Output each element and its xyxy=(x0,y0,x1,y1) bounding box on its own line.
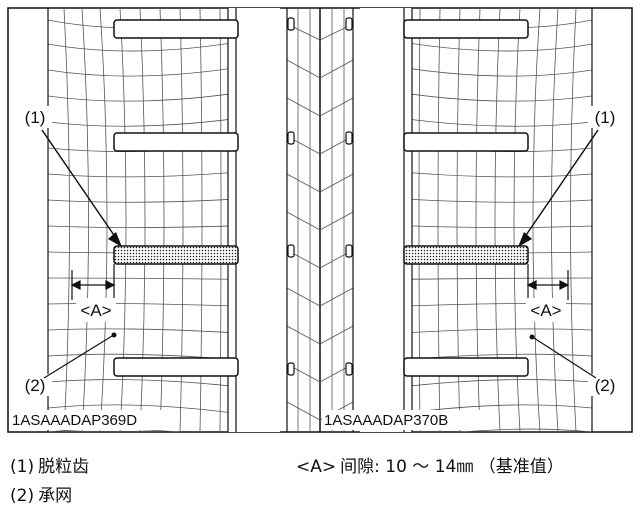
right-tooth xyxy=(403,19,529,39)
legend-gap-label: <A> xyxy=(296,457,337,477)
left-panel-code: 1ASAAADAP369D xyxy=(12,412,137,429)
left-gap-label: <A> xyxy=(80,301,111,320)
right-gap-dimension xyxy=(526,264,570,300)
left-tooth xyxy=(113,19,239,39)
right-panel-code: 1ASAAADAP370B xyxy=(324,412,448,429)
right-tooth xyxy=(403,132,529,152)
right-gap-label: <A> xyxy=(530,301,561,320)
legend-item-1-number: (1) xyxy=(10,457,35,477)
legend-item-2-text: 承网 xyxy=(38,486,73,506)
right-callout-1: (1) xyxy=(595,108,616,127)
right-tooth-highlighted xyxy=(403,245,529,265)
middle-tooth-stubs xyxy=(287,17,353,376)
right-leader-1 xyxy=(521,129,599,242)
left-callout-1: (1) xyxy=(25,108,46,127)
right-threshing-teeth xyxy=(403,19,529,377)
left-tooth xyxy=(113,357,239,377)
left-callout-2: (2) xyxy=(25,376,46,395)
left-threshing-teeth xyxy=(113,19,239,377)
threshing-gap-diagram: <A> (1) (2) 1ASAAADAP369D xyxy=(7,7,633,433)
left-tooth xyxy=(113,132,239,152)
right-callout-2: (2) xyxy=(595,376,616,395)
legend-item-2-number: (2) xyxy=(10,486,35,506)
legend-gap: <A>间隙: 10 ～ 14㎜ （基准值） xyxy=(296,452,568,477)
legend-item-2: (2)承网 xyxy=(10,481,76,506)
middle-strip-edges xyxy=(286,8,354,432)
left-tooth-highlighted xyxy=(113,245,239,265)
right-tooth xyxy=(403,357,529,377)
legend-item-1-text: 脱粒齿 xyxy=(38,457,90,477)
right-leader-2 xyxy=(533,337,597,379)
legend-item-1: (1)脱粒齿 xyxy=(10,452,93,477)
left-leader-1 xyxy=(41,129,119,242)
left-leader-2 xyxy=(43,335,113,379)
left-gap-dimension xyxy=(70,264,116,300)
legend-gap-text: 间隙: 10 ～ 14㎜ （基准值） xyxy=(340,457,564,477)
